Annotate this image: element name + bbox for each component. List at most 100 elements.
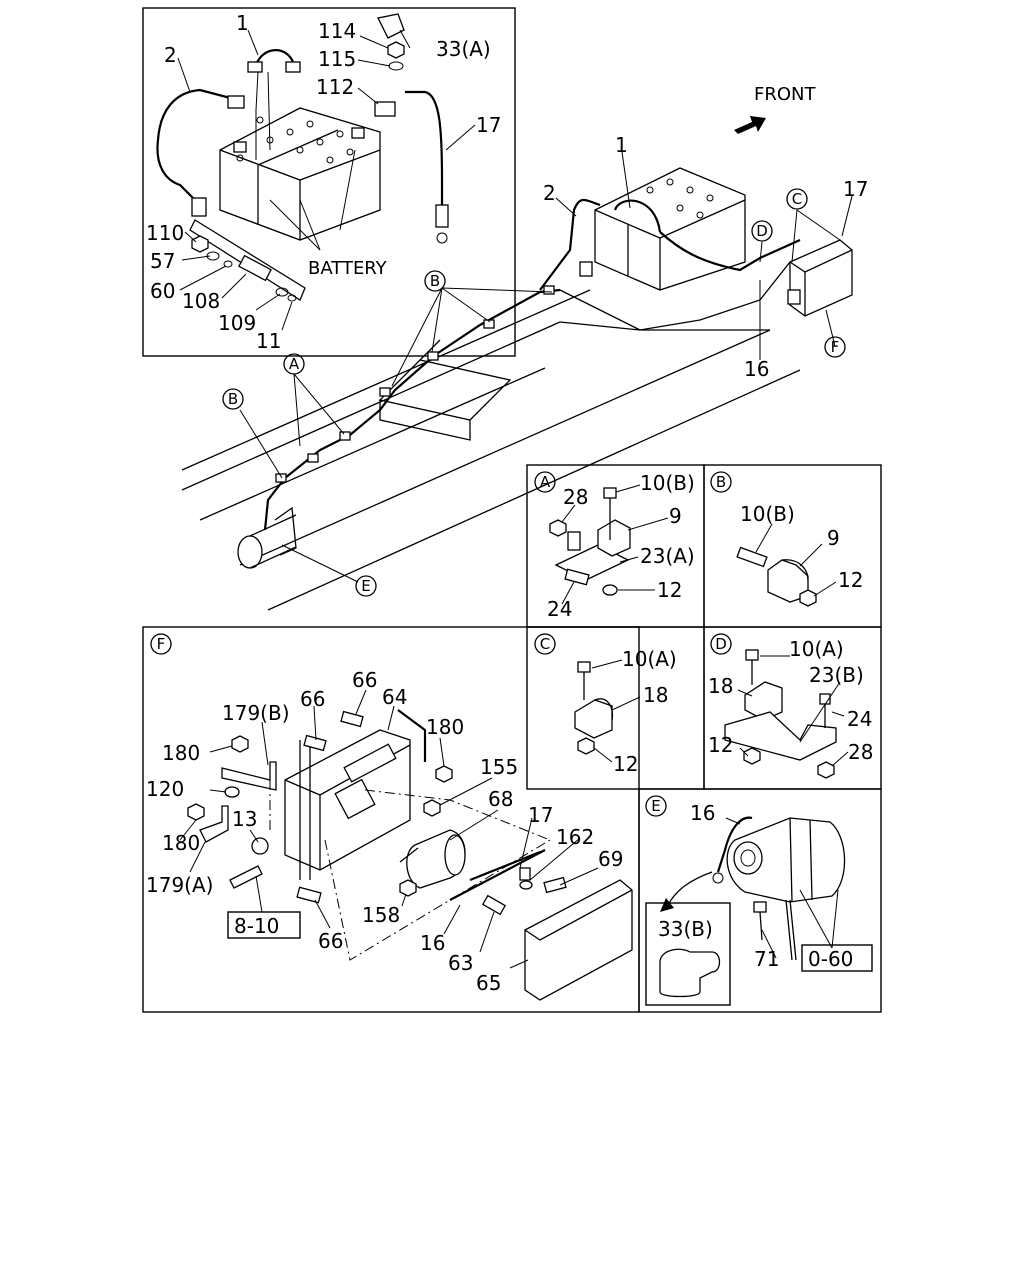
label-b-10b: 10(B) <box>740 502 795 526</box>
detail-d-letter: D <box>715 635 727 653</box>
detail-b-letter: B <box>716 473 726 491</box>
label-f-66c: 66 <box>318 929 343 953</box>
chassis-view: 1 2 17 16 <box>181 133 868 611</box>
detail-c: C 10(A) 18 12 <box>526 626 705 790</box>
battery-inset: 1 2 114 115 112 33(A) 17 110 57 60 108 1… <box>142 7 516 357</box>
front-indicator: FRONT <box>734 84 816 134</box>
svg-text:E: E <box>361 577 370 595</box>
label-f-63: 63 <box>448 951 473 975</box>
label-109: 109 <box>218 311 256 335</box>
front-arrow-icon <box>734 116 766 134</box>
callout-c-main: C <box>786 188 808 210</box>
label-f-179b: 179(B) <box>222 701 290 725</box>
label-main-2: 2 <box>543 181 556 205</box>
label-a-23a: 23(A) <box>640 544 695 568</box>
label-17: 17 <box>476 113 501 137</box>
label-a-12: 12 <box>657 578 682 602</box>
label-f-17: 17 <box>528 803 553 827</box>
label-f-162: 162 <box>556 825 594 849</box>
label-110: 110 <box>146 221 184 245</box>
label-f-68: 68 <box>488 787 513 811</box>
label-f-179a: 179(A) <box>146 873 213 897</box>
label-1: 1 <box>236 11 249 35</box>
label-f-16: 16 <box>420 931 445 955</box>
ref-box-8-10: 8-10 <box>227 911 301 939</box>
detail-d: D 10(A) 18 23(B) 24 12 28 <box>703 626 882 790</box>
svg-text:B: B <box>228 390 238 408</box>
label-f-66b: 66 <box>352 668 377 692</box>
detail-b: B 10(B) 9 12 <box>703 464 882 628</box>
detail-e-letter: E <box>651 797 660 815</box>
svg-text:F: F <box>831 338 840 356</box>
label-c-18: 18 <box>643 683 668 707</box>
label-d-24: 24 <box>847 707 872 731</box>
cap-33b <box>659 948 721 998</box>
label-d-18: 18 <box>708 674 733 698</box>
label-a-28: 28 <box>563 485 588 509</box>
detail-f-letter: F <box>157 635 166 653</box>
label-f-65: 65 <box>476 971 501 995</box>
detail-a: A 28 10(B) 9 23(A) 12 24 <box>526 464 705 628</box>
callout-f-main: F <box>824 336 846 358</box>
label-f-180b: 180 <box>426 715 464 739</box>
harness-main <box>263 288 561 531</box>
label-f-180a: 180 <box>162 741 200 765</box>
svg-text:D: D <box>756 222 768 240</box>
label-d-28: 28 <box>848 740 873 764</box>
callout-a-main: A <box>283 353 305 375</box>
label-115: 115 <box>318 47 356 71</box>
label-a-24: 24 <box>547 597 572 621</box>
callout-b-main-2: B <box>222 388 244 410</box>
label-e-33b: 33(B) <box>658 917 713 941</box>
label-e-16: 16 <box>690 801 715 825</box>
ref-box-0-60: 0-60 <box>801 944 873 972</box>
detail-e: E 16 33(B) 71 0-60 <box>638 788 882 1013</box>
detail-a-letter: A <box>540 473 551 491</box>
svg-text:A: A <box>289 355 300 373</box>
label-e-060: 0-60 <box>808 947 853 971</box>
label-c-10a: 10(A) <box>622 647 677 671</box>
callout-d-main: D <box>751 220 773 242</box>
label-f-810: 8-10 <box>234 914 279 938</box>
svg-text:B: B <box>430 272 440 290</box>
label-c-12: 12 <box>613 752 638 776</box>
label-a-10b: 10(B) <box>640 471 695 495</box>
callout-b-main-1: B <box>424 270 446 292</box>
label-battery: BATTERY <box>308 258 388 279</box>
label-f-180c: 180 <box>162 831 200 855</box>
label-f-66a: 66 <box>300 687 325 711</box>
battery-drawing <box>219 107 381 241</box>
callout-e-main: E <box>355 575 377 597</box>
label-a-9: 9 <box>669 504 682 528</box>
label-108: 108 <box>182 289 220 313</box>
detail-c-letter: C <box>540 635 550 653</box>
label-11: 11 <box>256 329 281 353</box>
cap-33a <box>377 13 405 39</box>
label-2: 2 <box>164 43 177 67</box>
detail-f: F <box>142 626 640 1013</box>
label-b-9: 9 <box>827 526 840 550</box>
label-b-12: 12 <box>838 568 863 592</box>
label-f-155: 155 <box>480 755 518 779</box>
label-114: 114 <box>318 19 356 43</box>
cable-17 <box>405 90 444 215</box>
label-57: 57 <box>150 249 175 273</box>
label-e-71: 71 <box>754 947 779 971</box>
label-main-16: 16 <box>744 357 769 381</box>
label-d-10a: 10(A) <box>789 637 844 661</box>
label-f-158: 158 <box>362 903 400 927</box>
label-main-17: 17 <box>843 177 868 201</box>
cable-2 <box>156 88 239 206</box>
label-112: 112 <box>316 75 354 99</box>
svg-text:C: C <box>792 190 802 208</box>
label-33a: 33(A) <box>436 37 491 61</box>
label-f-69: 69 <box>598 847 623 871</box>
label-d-12: 12 <box>708 733 733 757</box>
label-main-1: 1 <box>615 133 628 157</box>
front-label: FRONT <box>754 84 816 105</box>
label-f-64: 64 <box>382 685 407 709</box>
label-f-13: 13 <box>232 807 257 831</box>
label-f-120: 120 <box>146 777 184 801</box>
label-60: 60 <box>150 279 175 303</box>
